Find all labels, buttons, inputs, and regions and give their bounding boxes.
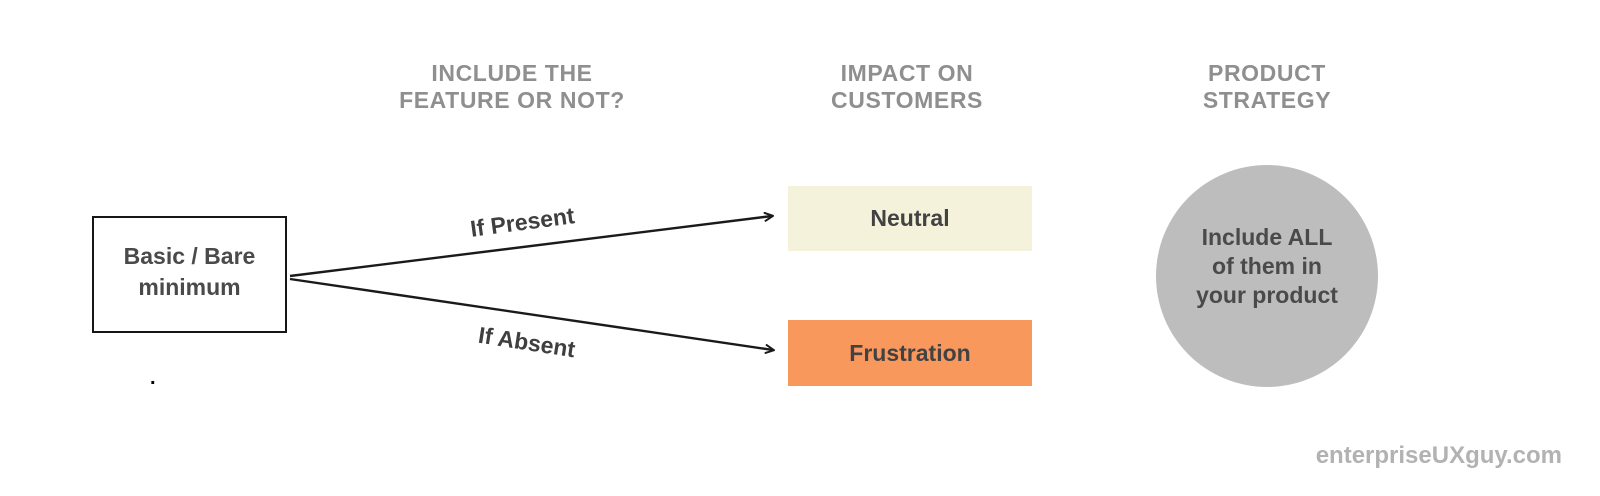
column-header-impact-customers: IMPACT ON CUSTOMERS xyxy=(831,60,983,113)
strategy-circle-include-all: Include ALL of them in your product xyxy=(1156,165,1378,387)
arrow-label-if-absent: If Absent xyxy=(476,321,578,363)
impact-box-neutral: Neutral xyxy=(788,186,1032,251)
impact-box-frustration: Frustration xyxy=(788,320,1032,386)
column-header-include-feature: INCLUDE THE FEATURE OR NOT? xyxy=(399,60,625,113)
column-header-product-strategy: PRODUCT STRATEGY xyxy=(1202,60,1332,113)
stray-dot: . xyxy=(150,367,156,389)
arrow-label-if-present: If Present xyxy=(468,202,577,242)
feature-node-basic-bare-minimum: Basic / Bare minimum xyxy=(92,216,287,333)
watermark-enterpriseuxguy: enterpriseUXguy.com xyxy=(1315,442,1562,469)
